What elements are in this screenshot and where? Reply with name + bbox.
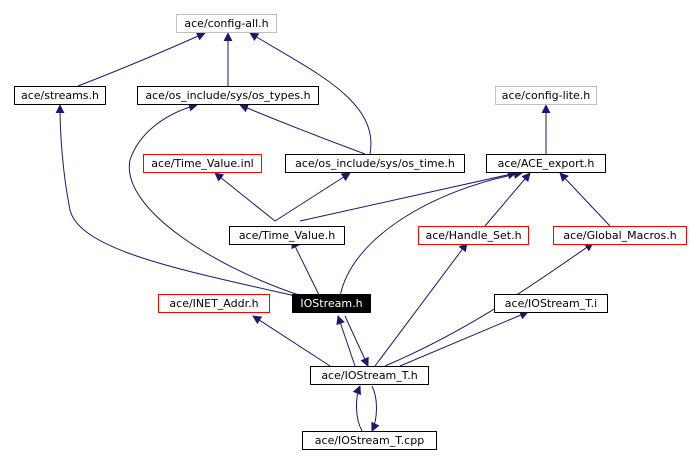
node-ace-os-types[interactable]: ace/os_include/sys/os_types.h <box>137 86 319 105</box>
edge-os-time-to-config-all <box>249 32 372 155</box>
edge-iostream-t-h-to-iostream <box>336 315 356 367</box>
edge-iostream-to-streams <box>55 104 301 298</box>
edge-handle-set-to-ace-export <box>484 172 531 227</box>
node-label: ace/Global_Macros.h <box>563 229 677 242</box>
edge-iostream-to-ace-export <box>339 170 523 298</box>
node-ace-export[interactable]: ace/ACE_export.h <box>486 154 606 173</box>
edge-global-macros-to-ace-export <box>559 172 611 227</box>
edge-iostream-t-h-to-handle-set <box>374 242 468 367</box>
node-iostream-focus[interactable]: IOStream.h <box>292 294 371 313</box>
node-label: ace/Time_Value.inl <box>151 157 254 170</box>
node-ace-config-all[interactable]: ace/config-all.h <box>176 14 277 33</box>
edge-iostream-t-h-to-iostream-t-cpp <box>371 385 380 432</box>
node-label: ace/os_include/sys/os_time.h <box>295 157 455 170</box>
node-label: ace/INET_Addr.h <box>169 297 259 310</box>
edge-iostream-t-h-to-inet-addr <box>252 315 331 367</box>
node-ace-config-lite[interactable]: ace/config-lite.h <box>495 86 597 105</box>
edge-iostream-t-h-to-iostream-t-i <box>399 311 529 367</box>
node-label: ace/IOStream_T.i <box>504 297 598 310</box>
node-label: ace/ACE_export.h <box>497 157 595 170</box>
node-ace-streams[interactable]: ace/streams.h <box>14 86 106 105</box>
edge-iostream-to-os-types <box>128 102 306 298</box>
node-ace-time-value-inl[interactable]: ace/Time_Value.inl <box>143 154 262 173</box>
edge-time-value-to-os-time <box>274 172 351 222</box>
edge-iostream-t-cpp-to-iostream-t-h <box>352 385 363 432</box>
node-label: ace/IOStream_T.h <box>321 369 418 382</box>
node-ace-time-value[interactable]: ace/Time_Value.h <box>229 226 345 245</box>
edge-iostream-to-iostream-t-h <box>344 315 369 367</box>
edge-streams-to-config-all <box>77 32 206 87</box>
node-label: ace/Time_Value.h <box>238 229 336 242</box>
node-label: ace/config-all.h <box>184 17 269 30</box>
edge-time-value-to-time-value-inl <box>214 172 276 222</box>
node-ace-inet-addr[interactable]: ace/INET_Addr.h <box>158 294 270 313</box>
node-ace-handle-set[interactable]: ace/Handle_Set.h <box>418 226 529 245</box>
node-label: ace/streams.h <box>20 89 99 102</box>
node-label: IOStream.h <box>300 297 363 310</box>
node-ace-os-time[interactable]: ace/os_include/sys/os_time.h <box>285 154 465 173</box>
node-ace-iostream-t-cpp[interactable]: ace/IOStream_T.cpp <box>302 431 437 450</box>
node-label: ace/config-lite.h <box>501 89 591 102</box>
node-ace-iostream-t-i[interactable]: ace/IOStream_T.i <box>494 294 608 313</box>
node-ace-global-macros[interactable]: ace/Global_Macros.h <box>553 226 687 245</box>
node-label: ace/os_include/sys/os_types.h <box>145 89 311 102</box>
node-label: ace/IOStream_T.cpp <box>314 434 425 447</box>
node-ace-iostream-t-h[interactable]: ace/IOStream_T.h <box>310 366 429 385</box>
node-label: ace/Handle_Set.h <box>425 229 522 242</box>
edge-iostream-to-time-value <box>291 239 321 298</box>
edge-os-time-to-os-types <box>239 103 366 155</box>
edge-time-value-to-ace-export <box>299 170 517 222</box>
